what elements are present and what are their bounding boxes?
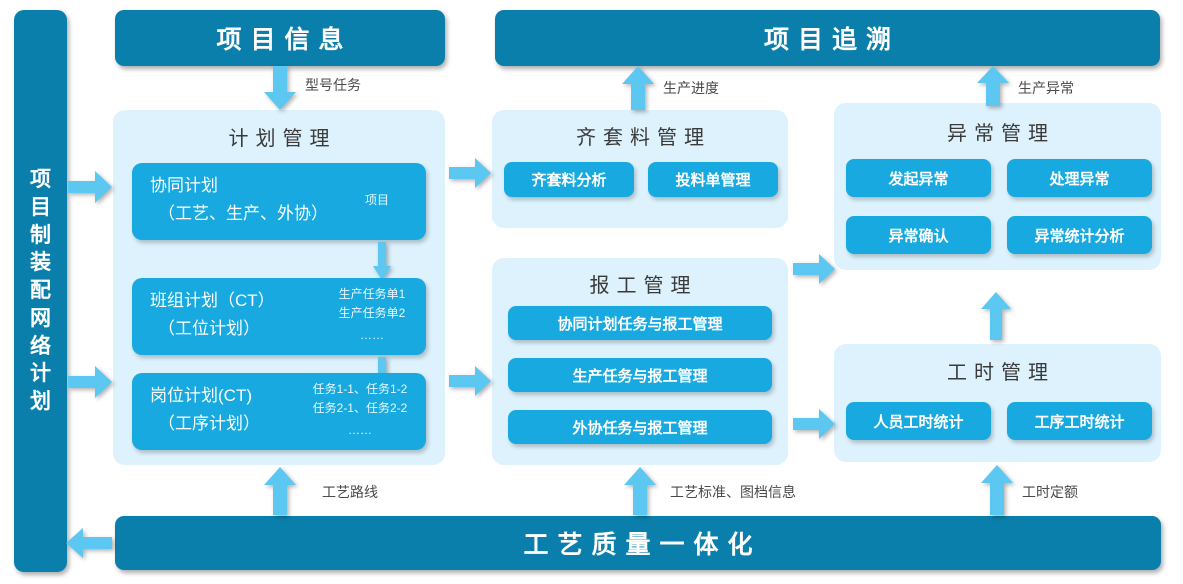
plan-item-position-side-3: …… (348, 423, 372, 437)
footer-bar-process-quality[interactable]: 工艺质量一体化 (115, 516, 1161, 570)
arrow-right-report-to-worktime (793, 409, 835, 439)
exception-item-confirm-label: 异常确认 (888, 227, 949, 245)
left-bar-label: 项目制装配网络计划 (30, 168, 51, 414)
material-item-analysis-label: 齐套料分析 (531, 172, 607, 189)
plan-item-position-line2: （工序计划） (158, 414, 260, 433)
edge-label-model-task: 型号任务 (305, 77, 361, 93)
panel-material-management: 齐套料管理 齐套料分析 投料单管理 (492, 110, 788, 228)
plan-item-position-side-1: 任务1-1、任务1-2 (312, 382, 408, 396)
exception-item-handle[interactable]: 处理异常 (1007, 159, 1152, 197)
worktime-item-personnel[interactable]: 人员工时统计 (846, 402, 991, 440)
left-vertical-bar[interactable]: 项目制装配网络计划 (14, 10, 67, 572)
arrow-right-plan-to-material (449, 158, 491, 188)
footer-bar-label: 工艺质量一体化 (523, 531, 762, 559)
plan-item-position-line1: 岗位计划(CT) (150, 386, 252, 405)
edge-label-production-exception: 生产异常 (1018, 80, 1074, 96)
plan-item-position-side-2: 任务2-1、任务2-2 (312, 401, 408, 415)
material-item-feed-order-label: 投料单管理 (675, 172, 751, 189)
arrow-right-report-to-exception (793, 254, 835, 284)
panel-plan-management-title: 计划管理 (228, 128, 337, 150)
arrow-right-plan-to-report (449, 366, 491, 396)
plan-item-team-line1: 班组计划（CT） (150, 291, 275, 310)
panel-report-management-title: 报工管理 (589, 275, 698, 297)
material-item-analysis[interactable]: 齐套料分析 (504, 162, 634, 197)
header-bar-project-trace-label: 项目追溯 (763, 26, 900, 54)
exception-item-statistics-label: 异常统计分析 (1034, 227, 1125, 245)
header-bar-project-info[interactable]: 项目信息 (115, 10, 445, 66)
exception-item-raise[interactable]: 发起异常 (846, 159, 991, 197)
panel-report-management: 报工管理 协同计划任务与报工管理 生产任务与报工管理 外协任务与报工管理 (492, 258, 788, 465)
plan-item-position[interactable]: 岗位计划(CT) （工序计划） 任务1-1、任务1-2 任务2-1、任务2-2 … (132, 373, 426, 450)
report-item-production-label: 生产任务与报工管理 (572, 367, 708, 385)
plan-item-team-line2: （工位计划） (158, 319, 260, 338)
panel-exception-management: 异常管理 发起异常 处理异常 异常确认 异常统计分析 (834, 103, 1161, 270)
plan-item-team[interactable]: 班组计划（CT） （工位计划） 生产任务单1 生产任务单2 …… (132, 278, 426, 355)
plan-item-collaborative-line2: （工艺、生产、外协） (158, 204, 328, 223)
report-item-outsourcing-label: 外协任务与报工管理 (572, 419, 708, 437)
material-item-feed-order[interactable]: 投料单管理 (648, 162, 778, 197)
exception-item-confirm[interactable]: 异常确认 (846, 216, 991, 254)
arrow-up-process-route (264, 467, 296, 515)
arrow-right-leftbar-to-plan-lower (68, 366, 112, 398)
plan-item-collaborative-line1: 协同计划 (150, 176, 218, 195)
worktime-item-process-label: 工序工时统计 (1034, 413, 1125, 431)
arrow-up-worktime-to-exception (981, 292, 1011, 340)
report-item-outsourcing[interactable]: 外协任务与报工管理 (508, 410, 772, 444)
exception-item-statistics[interactable]: 异常统计分析 (1007, 216, 1152, 254)
edge-label-worktime-quota: 工时定额 (1022, 484, 1078, 500)
plan-item-collaborative-side-1: 项目 (364, 193, 389, 207)
panel-plan-management: 计划管理 协同计划 （工艺、生产、外协） 项目 班组计划（CT） （工位计划） … (113, 110, 445, 465)
panel-worktime-management-title: 工时管理 (947, 362, 1055, 384)
plan-item-team-side-1: 生产任务单1 (338, 287, 406, 301)
exception-item-raise-label: 发起异常 (888, 170, 949, 188)
edge-label-process-standard: 工艺标准、图档信息 (670, 484, 796, 500)
arrow-down-model-task (264, 66, 296, 110)
report-item-collaborative-label: 协同计划任务与报工管理 (557, 315, 723, 333)
exception-item-handle-label: 处理异常 (1049, 170, 1110, 188)
plan-connector-arrow-down-1 (373, 242, 391, 280)
header-bar-project-info-label: 项目信息 (216, 26, 353, 54)
arrow-right-leftbar-to-plan-upper (68, 171, 112, 203)
panel-worktime-management: 工时管理 人员工时统计 工序工时统计 (834, 344, 1161, 462)
arrow-left-footer-to-leftbar (66, 528, 112, 558)
arrow-up-process-standard (624, 467, 656, 515)
panel-material-management-title: 齐套料管理 (576, 127, 711, 149)
report-item-production[interactable]: 生产任务与报工管理 (508, 358, 772, 392)
plan-item-collaborative[interactable]: 协同计划 （工艺、生产、外协） 项目 (132, 163, 426, 240)
worktime-item-process[interactable]: 工序工时统计 (1007, 402, 1152, 440)
arrow-up-production-progress (622, 66, 654, 110)
header-bar-project-trace[interactable]: 项目追溯 (495, 10, 1160, 66)
panel-exception-management-title: 异常管理 (947, 123, 1055, 145)
plan-item-team-side-3: …… (360, 328, 384, 342)
report-item-collaborative[interactable]: 协同计划任务与报工管理 (508, 306, 772, 340)
edge-label-process-route: 工艺路线 (322, 484, 378, 500)
edge-label-production-progress: 生产进度 (663, 80, 719, 96)
plan-item-team-side-2: 生产任务单2 (338, 306, 406, 320)
arrow-up-production-exception (977, 66, 1009, 106)
worktime-item-personnel-label: 人员工时统计 (873, 413, 964, 431)
arrow-up-worktime-quota (981, 465, 1013, 515)
